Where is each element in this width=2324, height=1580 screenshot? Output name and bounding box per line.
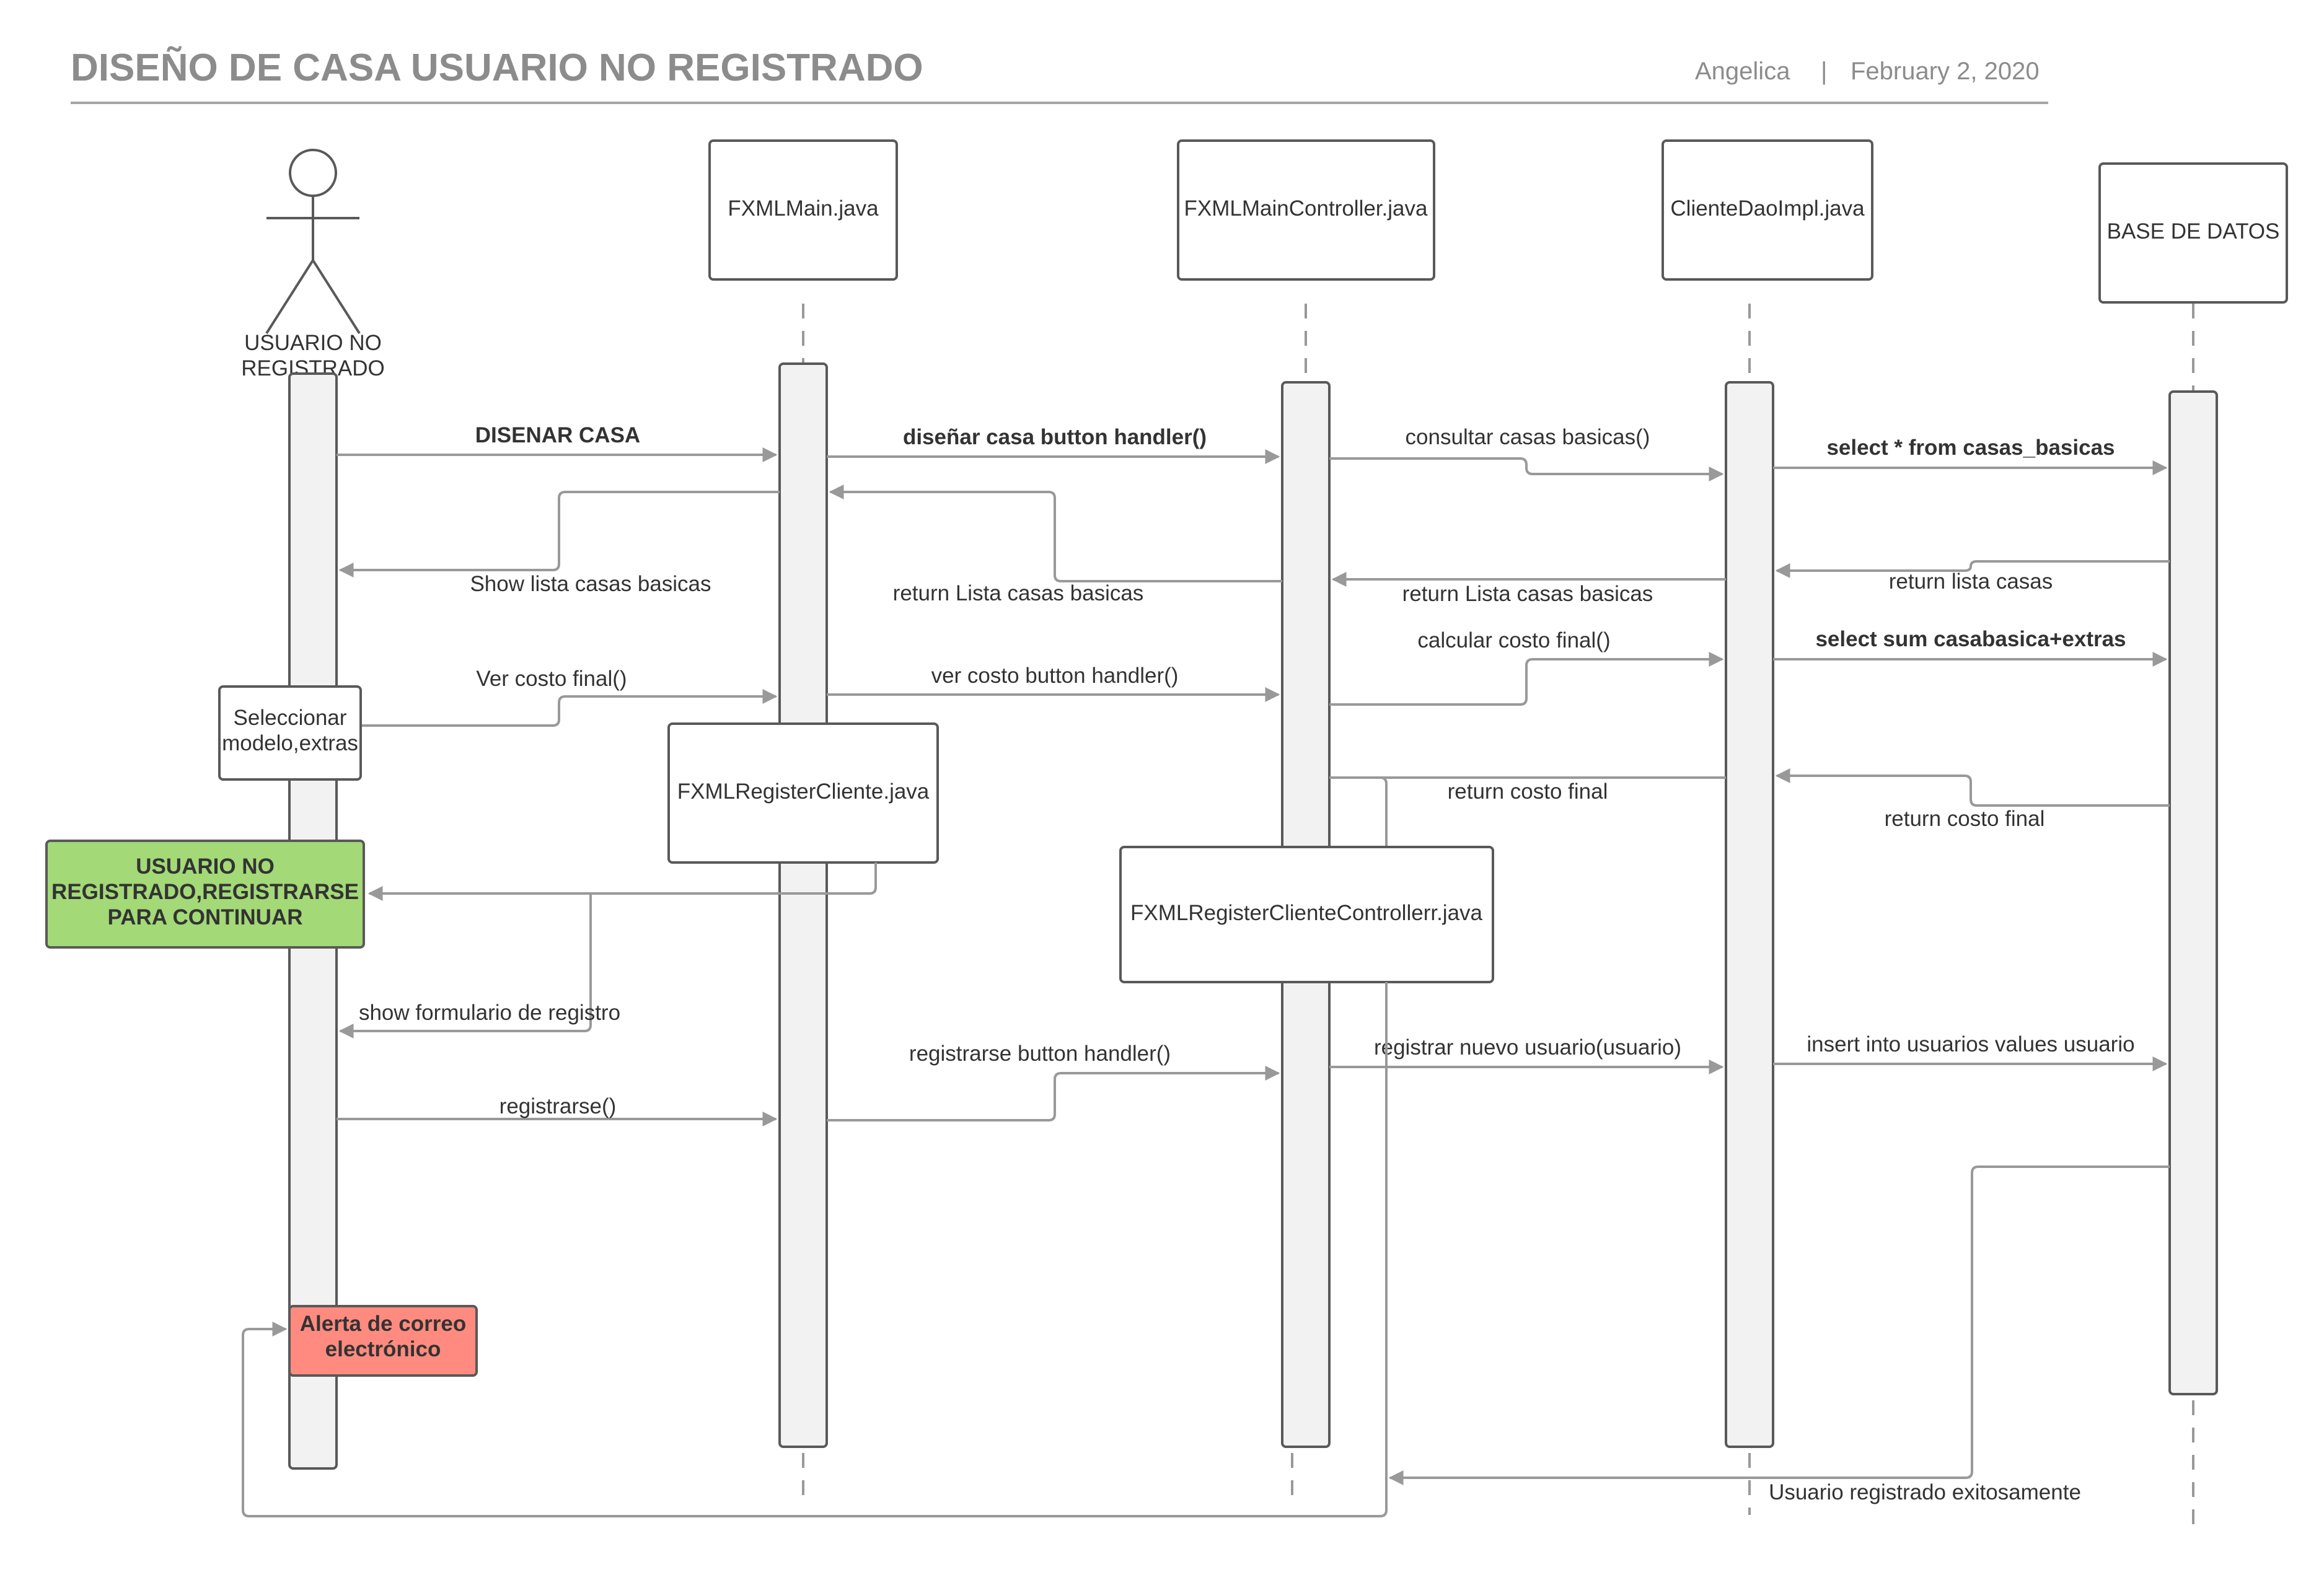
author-label: Angelica bbox=[1695, 58, 1790, 85]
msg-insert: insert into usuarios values usuario bbox=[1807, 1032, 2134, 1056]
arrow-registrarse-handler bbox=[827, 1066, 1280, 1121]
msg-ver-costo: Ver costo final() bbox=[476, 667, 627, 691]
participant-db-label: BASE DE DATOS bbox=[2107, 219, 2280, 244]
actor-usuario: USUARIO NO REGISTRADO bbox=[241, 149, 385, 380]
msg-return-lista-ctrl: return Lista casas basicas bbox=[893, 581, 1144, 605]
msg-select-basicas: select * from casas_basicas bbox=[1826, 436, 2115, 460]
msg-show-formulario: show formulario de registro bbox=[359, 1001, 620, 1025]
arrow-unregistered bbox=[368, 862, 877, 901]
activation-dao bbox=[1725, 381, 1774, 1448]
msg-consultar: consultar casas basicas() bbox=[1406, 425, 1650, 449]
note-alert: Alerta de correo electrónico bbox=[288, 1305, 478, 1377]
msg-return-costo-db: return costo final bbox=[1885, 807, 2045, 831]
arrow-registrado bbox=[1388, 1165, 2170, 1485]
note-seleccionar-line2: modelo,extras bbox=[222, 731, 358, 755]
msg-return-costo-dao: return costo final bbox=[1448, 779, 1608, 804]
note-alert-line1: Alerta de correo bbox=[300, 1312, 466, 1336]
note-seleccionar: Seleccionar modelo,extras bbox=[218, 685, 362, 781]
page-title: DISEÑO DE CASA USUARIO NO REGISTRADO bbox=[71, 46, 923, 89]
arrow-calcular bbox=[1329, 652, 1724, 706]
msg-select-sum: select sum casabasica+extras bbox=[1815, 627, 2126, 651]
arrow-return-costo-db bbox=[1775, 768, 2170, 807]
note-unregistered-box bbox=[45, 840, 365, 949]
note-seleccionar-line1: Seleccionar bbox=[234, 706, 347, 730]
activation-db bbox=[2168, 390, 2218, 1395]
msg-return-lista-casas: return lista casas bbox=[1889, 569, 2053, 594]
participant-controller-label: FXMLMainController.java bbox=[1184, 196, 1428, 221]
msg-registrarse-handler: registrarse button handler() bbox=[909, 1042, 1171, 1066]
participant-register-controller-label: FXMLRegisterClienteControllerr.java bbox=[1130, 901, 1483, 925]
arrow-return-lista-ctrl bbox=[829, 485, 1282, 582]
activation-main bbox=[778, 362, 828, 1448]
note-unregistered-line2: REGISTRADO,REGISTRARSE bbox=[51, 880, 359, 904]
participant-register-controller: FXMLRegisterClienteControllerr.java bbox=[1119, 846, 1494, 983]
msg-registrado: Usuario registrado exitosamente bbox=[1769, 1480, 2081, 1504]
arrow-loop-to-alert bbox=[242, 982, 1388, 1517]
arrow-ver-costo bbox=[361, 689, 778, 727]
participant-register-label: FXMLRegisterCliente.java bbox=[677, 779, 930, 804]
participant-dao-label: ClienteDaoImpl.java bbox=[1670, 196, 1865, 221]
participant-main-label: FXMLMain.java bbox=[728, 196, 879, 221]
msg-disenar-handler: diseñar casa button handler() bbox=[903, 425, 1207, 449]
msg-disenar-casa: DISENAR CASA bbox=[475, 423, 640, 447]
note-alert-box bbox=[288, 1305, 478, 1377]
msg-calcular: calcular costo final() bbox=[1417, 628, 1610, 652]
line-return-costo-vertical bbox=[1329, 776, 1388, 846]
msg-registrar-nuevo: registrar nuevo usuario(usuario) bbox=[1374, 1035, 1681, 1060]
note-alert-line2: electrónico bbox=[325, 1337, 441, 1361]
actor-leg-right-icon bbox=[312, 259, 361, 335]
arrow-show-lista bbox=[338, 491, 780, 577]
participant-db: BASE DE DATOS bbox=[2098, 162, 2288, 304]
participant-controller: FXMLMainController.java bbox=[1177, 139, 1435, 281]
header-separator: | bbox=[1821, 58, 1827, 85]
note-unregistered-line1: USUARIO NO bbox=[136, 854, 275, 879]
note-unregistered: USUARIO NO REGISTRADO,REGISTRARSE PARA C… bbox=[45, 840, 365, 949]
participant-register: FXMLRegisterCliente.java bbox=[667, 722, 939, 864]
msg-ver-costo-handler: ver costo button handler() bbox=[931, 664, 1179, 688]
actor-label-line1: USUARIO NO bbox=[244, 331, 382, 355]
actor-leg-left-icon bbox=[265, 259, 314, 335]
arrow-show-formulario bbox=[338, 893, 592, 1038]
actor-head-icon bbox=[289, 149, 337, 197]
msg-registrarse: registrarse() bbox=[500, 1094, 617, 1118]
arrow-return-lista-casas bbox=[1775, 560, 2170, 578]
msg-show-lista: Show lista casas basicas bbox=[470, 572, 711, 596]
msg-return-lista-dao: return Lista casas basicas bbox=[1402, 582, 1653, 606]
date-label: February 2, 2020 bbox=[1851, 58, 2040, 85]
participant-main: FXMLMain.java bbox=[708, 139, 898, 281]
arrow-consultar bbox=[1329, 457, 1724, 481]
note-unregistered-line3: PARA CONTINUAR bbox=[108, 905, 303, 929]
participant-dao: ClienteDaoImpl.java bbox=[1662, 139, 1873, 281]
